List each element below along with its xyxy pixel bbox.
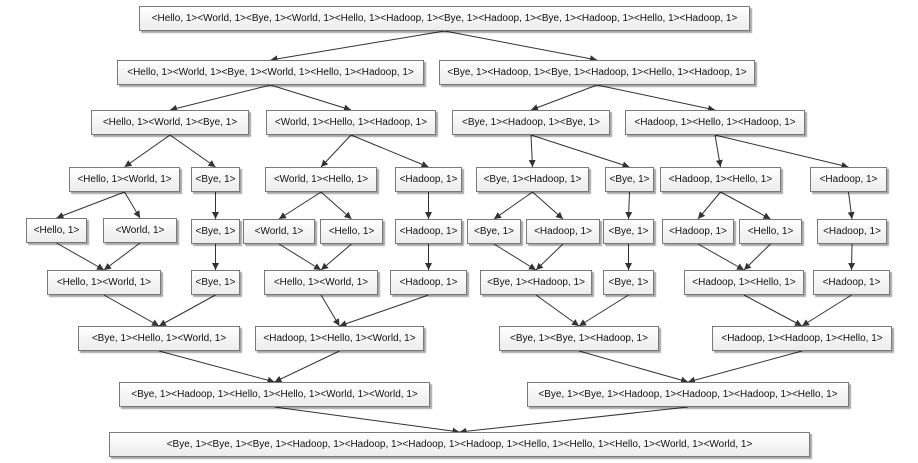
tree-node: <Hadoop, 1><Hello, 1>	[660, 167, 781, 192]
edge-n0-n2	[444, 30, 598, 63]
tree-node: <Bye, 1><Hello, 1><World, 1>	[78, 326, 240, 351]
edge-n11-n22	[532, 191, 564, 220]
edge-n6-n14	[714, 134, 849, 169]
edge-n22-n31	[535, 243, 564, 271]
tree-node: <Bye, 1><Hadoop, 1>	[480, 270, 592, 295]
edge-n14-n26	[847, 191, 855, 220]
edge-n3-n8	[169, 134, 216, 168]
edge-n9-n19	[320, 191, 352, 220]
edge-n26-n34	[848, 243, 856, 271]
tree-node: <World, 1>	[243, 219, 315, 244]
tree-node: <Hadoop, 1>	[662, 219, 734, 244]
edge-n37-n40	[578, 350, 689, 384]
tree-node-merge-right: <Bye, 1><Bye, 1><Hadoop, 1><Hadoop, 1><H…	[527, 382, 849, 407]
edge-n4-n9	[320, 134, 352, 168]
tree-node: <Hello, 1><World, 1>	[264, 270, 378, 295]
tree-node: <Bye, 1>	[191, 270, 240, 295]
edge-n25-n33	[743, 243, 771, 271]
tree-node: <Hadoop, 1><Hello, 1><World, 1>	[255, 326, 424, 351]
tree-node: <Hadoop, 1>	[817, 219, 887, 244]
edge-n1-n3	[169, 84, 271, 112]
tree-node: <Bye, 1>	[605, 167, 654, 192]
edge-n12-n23	[625, 191, 633, 220]
tree-node: <Hadoop, 1>	[813, 270, 890, 295]
edge-n39-n41	[274, 406, 460, 435]
tree-node: <Hadoop, 1>	[390, 270, 467, 295]
tree-node: <World, 1>	[103, 218, 177, 243]
tree-node-root-input: <Hello, 1><World, 1><Bye, 1><World, 1><H…	[139, 6, 750, 31]
tree-node: <Hello, 1><World, 1><Bye, 1>	[91, 110, 249, 135]
edge-n33-n38	[743, 294, 803, 327]
edge-n24-n33	[697, 243, 745, 271]
edge-n6-n13	[714, 134, 723, 168]
edge-n5-n12	[530, 134, 630, 169]
tree-node: <Bye, 1>	[191, 167, 240, 192]
tree-node-merge-left: <Bye, 1><Hadoop, 1><Hello, 1><Hello, 1><…	[119, 382, 430, 407]
tree-node: <Hello, 1><World, 1>	[47, 270, 161, 295]
edge-n32-n37	[578, 294, 629, 327]
edge-n40-n41	[459, 406, 689, 435]
tree-node: <Hadoop, 1><Hello, 1>	[684, 270, 804, 295]
tree-node: <Hadoop, 1>	[810, 167, 887, 192]
edge-n18-n29	[278, 243, 322, 271]
tree-node: <Bye, 1><Hadoop, 1>	[476, 167, 589, 192]
edge-n21-n31	[493, 243, 537, 271]
tree-node: <Hadoop, 1>	[395, 167, 462, 192]
edge-n28-n35	[158, 294, 216, 327]
tree-node: <Hadoop, 1>	[526, 219, 600, 244]
edge-n2-n6	[596, 84, 716, 112]
tree-node: <World, 1><Hello, 1>	[265, 167, 377, 192]
edge-n31-n37	[535, 294, 580, 327]
tree-node-split-left: <Hello, 1><World, 1><Bye, 1><World, 1><H…	[117, 60, 424, 85]
edge-n0-n1	[270, 30, 445, 63]
tree-node: <Bye, 1>	[603, 219, 654, 244]
edge-n34-n38	[801, 294, 852, 327]
edge-n7-n16	[124, 191, 141, 219]
tree-node-split-right: <Bye, 1><Hadoop, 1><Bye, 1><Hadoop, 1><H…	[439, 60, 755, 85]
edge-n27-n35	[103, 294, 160, 327]
edge-n4-n10	[350, 134, 429, 168]
tree-node-final-output: <Bye, 1><Bye, 1><Bye, 1><Hadoop, 1><Hado…	[109, 432, 810, 457]
edge-n29-n36	[320, 294, 340, 327]
tree-node: <Hello, 1>	[739, 219, 802, 244]
tree-node: <Hadoop, 1>	[395, 219, 462, 244]
edge-n5-n11	[528, 134, 536, 168]
edge-n30-n36	[339, 294, 429, 328]
edge-n35-n39	[158, 350, 275, 384]
edge-n38-n40	[687, 350, 803, 384]
edge-n7-n15	[56, 191, 125, 219]
tree-node: <Hadoop, 1><Hadoop, 1><Hello, 1>	[712, 326, 892, 351]
tree-node: <Bye, 1><Bye, 1><Hadoop, 1>	[499, 326, 659, 351]
edge-n11-n21	[493, 191, 533, 220]
edge-n36-n39	[274, 350, 340, 383]
tree-node: <Hadoop, 1><Hello, 1><Hadoop, 1>	[625, 110, 805, 135]
tree-node: <World, 1><Hello, 1><Hadoop, 1>	[266, 110, 436, 135]
edge-n2-n5	[530, 84, 598, 111]
edge-n16-n27	[103, 242, 141, 271]
edge-n13-n25	[720, 191, 771, 220]
edge-n9-n18	[278, 191, 322, 220]
tree-node: <Bye, 1>	[191, 219, 240, 244]
tree-node: <Hello, 1>	[26, 218, 87, 243]
edge-n13-n24	[697, 191, 721, 220]
edge-n3-n7	[124, 134, 171, 168]
edge-n15-n27	[56, 242, 105, 271]
tree-node: <Hello, 1>	[320, 219, 383, 244]
tree-node: <Hello, 1><World, 1>	[69, 167, 180, 192]
edge-n19-n29	[320, 243, 352, 271]
tree-node: <Bye, 1>	[467, 219, 521, 244]
edge-n1-n4	[270, 84, 352, 112]
tree-node: <Bye, 1>	[603, 270, 654, 295]
tree-node: <Bye, 1><Hadoop, 1><Bye, 1>	[452, 110, 610, 135]
